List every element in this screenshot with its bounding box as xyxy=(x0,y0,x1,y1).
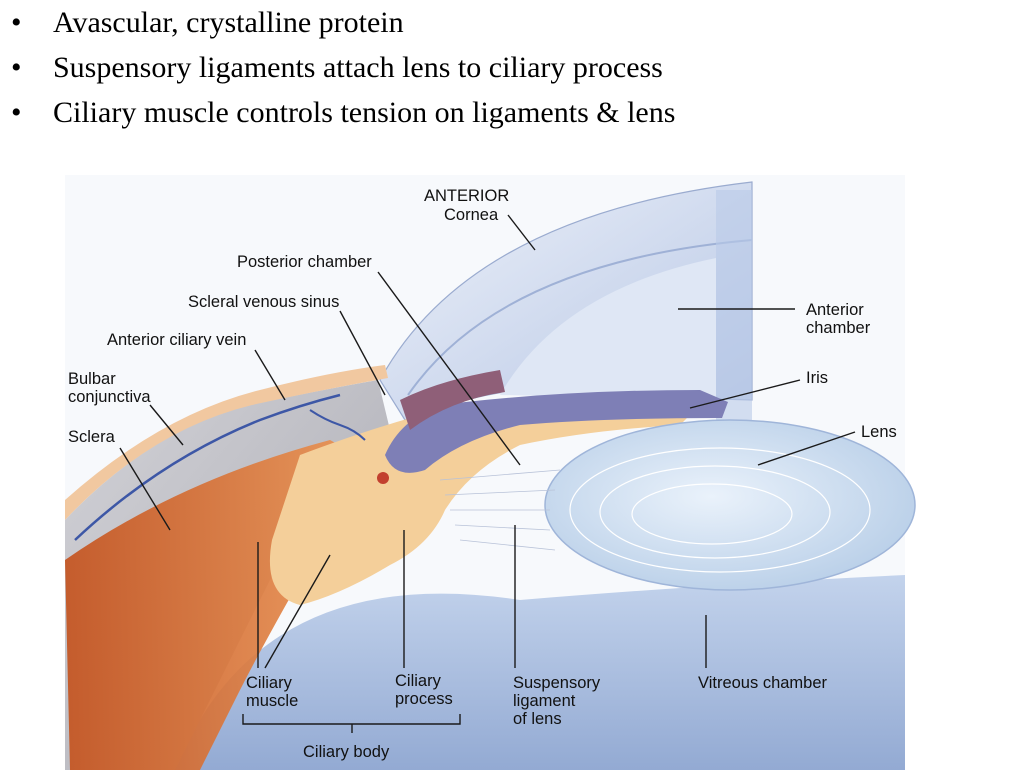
bullet-marker: • xyxy=(11,6,22,39)
leader-iris xyxy=(689,379,801,409)
leader-bulbar-conjunctiva xyxy=(149,404,184,446)
cornea-inner-edge xyxy=(407,239,753,396)
bullet-text: Ciliary muscle controls tension on ligam… xyxy=(53,96,676,129)
lens-ring xyxy=(569,447,871,573)
lens-ring xyxy=(631,483,793,545)
iris-region xyxy=(385,390,728,473)
ciliary-body-bracket xyxy=(242,714,461,733)
label-scleral-venous-sinus: Scleral venous sinus xyxy=(188,293,339,311)
label-anterior-chamber-2: chamber xyxy=(806,319,871,337)
label-suspensory-2: ligament xyxy=(513,692,576,710)
bullet-text: Avascular, crystalline protein xyxy=(53,6,404,39)
scleral-venous-sinus-vessel xyxy=(309,409,366,441)
label-cornea: Cornea xyxy=(444,206,499,224)
label-conjunctiva: conjunctiva xyxy=(68,388,151,406)
label-ciliary-process-2: process xyxy=(395,690,453,708)
bullet-text: Suspensory ligaments attach lens to cili… xyxy=(53,51,663,84)
anterior-ciliary-vein-line xyxy=(74,393,341,541)
leader-scleral-venous-sinus xyxy=(339,310,386,396)
blood-vessel-dot xyxy=(377,472,389,484)
ciliary-process-region xyxy=(269,395,700,605)
leader-lens xyxy=(757,431,856,466)
label-bulbar: Bulbar xyxy=(68,370,116,388)
leader-ciliary-muscle-b xyxy=(264,554,331,669)
label-ciliary-body: Ciliary body xyxy=(303,743,390,761)
label-iris: Iris xyxy=(806,369,828,387)
suspensory-ligament-fibers xyxy=(439,469,561,551)
label-ciliary-process-1: Ciliary xyxy=(395,672,442,690)
anterior-chamber-region xyxy=(500,258,716,400)
leader-cornea xyxy=(507,214,536,251)
bullet-marker: • xyxy=(11,51,22,84)
leader-posterior-chamber xyxy=(377,271,521,466)
iris-pigment-layer xyxy=(400,370,505,430)
label-ciliary-muscle-1: Ciliary xyxy=(246,674,293,692)
bulbar-conjunctiva-layer xyxy=(65,365,388,520)
label-suspensory-1: Suspensory xyxy=(513,674,601,692)
label-vitreous-chamber: Vitreous chamber xyxy=(698,674,828,692)
label-ciliary-muscle-2: muscle xyxy=(246,692,298,710)
label-anterior: ANTERIOR xyxy=(424,187,509,205)
label-suspensory-3: of lens xyxy=(513,710,562,728)
lens-ring xyxy=(599,465,831,559)
label-lens: Lens xyxy=(861,423,897,441)
leader-anterior-ciliary-vein xyxy=(254,349,286,401)
label-anterior-chamber-1: Anterior xyxy=(806,301,864,319)
bullet-marker: • xyxy=(11,96,22,129)
label-sclera: Sclera xyxy=(68,428,116,446)
leader-sclera xyxy=(119,447,171,531)
label-anterior-ciliary-vein: Anterior ciliary vein xyxy=(107,331,246,349)
vitreous-chamber-region xyxy=(175,575,905,770)
label-posterior-chamber: Posterior chamber xyxy=(237,253,372,271)
lens-region xyxy=(544,419,916,591)
